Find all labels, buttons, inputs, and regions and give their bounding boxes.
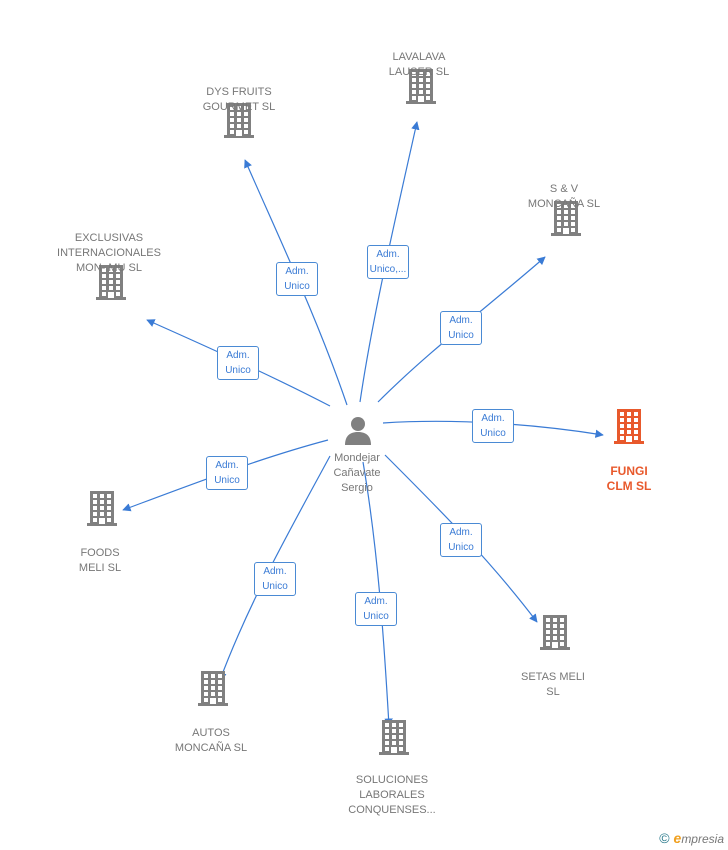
company-label-dys[interactable]: DYS FRUITS GOURMET SL xyxy=(203,85,276,115)
role-badge-line: Unico xyxy=(214,475,240,486)
person-name-line: Mondejar xyxy=(334,452,380,464)
role-badge-line: Adm. xyxy=(226,350,250,361)
building-icon[interactable] xyxy=(197,670,229,706)
role-badge-dys[interactable]: Adm. Unico xyxy=(276,262,318,296)
building-icon[interactable] xyxy=(86,490,118,526)
role-badge-fungi[interactable]: Adm. Unico xyxy=(472,409,514,443)
role-badge-line: Unico xyxy=(480,428,506,439)
person-name-line: Cañavate xyxy=(333,467,381,479)
role-badge-foods[interactable]: Adm. Unico xyxy=(206,456,248,490)
role-badge-soluciones[interactable]: Adm. Unico xyxy=(355,592,397,626)
role-badge-line: Unico xyxy=(225,365,251,376)
role-badge-setas[interactable]: Adm. Unico xyxy=(440,523,482,557)
building-icon[interactable] xyxy=(613,408,645,444)
role-badge-line: Adm. xyxy=(263,566,287,577)
company-label-line: LAVALAVA xyxy=(392,51,446,63)
company-label-foods[interactable]: FOODS MELI SL xyxy=(79,546,121,576)
company-label-line: FOODS xyxy=(80,547,120,559)
brand-logo-initial: e xyxy=(673,830,682,846)
role-badge-autos[interactable]: Adm. Unico xyxy=(254,562,296,596)
building-icon[interactable] xyxy=(95,264,127,300)
company-label-line: AUTOS xyxy=(192,727,230,739)
company-label-line: LAUSER SL xyxy=(388,66,450,78)
brand-logo-text: mpresia xyxy=(681,832,724,846)
role-badge-line: Unico xyxy=(262,581,288,592)
role-badge-line: Unico xyxy=(284,281,310,292)
building-icon[interactable] xyxy=(550,200,582,236)
role-badge-line: Unico xyxy=(448,542,474,553)
role-badge-lavalava[interactable]: Adm. Unico,... xyxy=(367,245,409,279)
company-label-soluciones[interactable]: SOLUCIONES LABORALES CONQUENSES... xyxy=(348,773,435,818)
company-label-sv[interactable]: S & V MONCAÑA SL xyxy=(528,182,600,212)
role-badge-line: Adm. xyxy=(215,460,239,471)
role-badge-line: Adm. xyxy=(481,413,505,424)
company-label-line: DYS FRUITS xyxy=(206,86,272,98)
building-icon[interactable] xyxy=(405,68,437,104)
company-label-line: SL xyxy=(546,686,560,698)
building-icon[interactable] xyxy=(378,719,410,755)
company-label-line: MONCAÑA SL xyxy=(174,742,248,754)
company-label-line: MONCAÑA SL xyxy=(527,198,601,210)
company-label-line: MELI SL xyxy=(78,562,122,574)
company-label-line: GOURMET SL xyxy=(202,101,276,113)
company-label-autos[interactable]: AUTOS MONCAÑA SL xyxy=(175,726,247,756)
role-badge-line: Adm. xyxy=(449,315,473,326)
person-icon[interactable] xyxy=(342,414,374,446)
company-label-line: CONQUENSES... xyxy=(348,804,436,816)
role-badge-exclusivas[interactable]: Adm. Unico xyxy=(217,346,259,380)
company-label-lavalava[interactable]: LAVALAVA LAUSER SL xyxy=(389,50,450,80)
company-label-exclusivas[interactable]: EXCLUSIVAS INTERNACIONALES MON- MU SL xyxy=(57,231,161,276)
person-name[interactable]: Mondejar Cañavate Sergio xyxy=(333,451,380,496)
company-label-setas[interactable]: SETAS MELI SL xyxy=(521,670,585,700)
role-badge-line: Unico xyxy=(363,611,389,622)
building-icon[interactable] xyxy=(223,102,255,138)
person-name-line: Sergio xyxy=(341,482,373,494)
company-label-line: FUNGI xyxy=(610,464,648,478)
role-badge-line: Adm. xyxy=(364,596,388,607)
company-label-line: S & V xyxy=(549,183,579,195)
role-badge-line: Unico,... xyxy=(369,264,407,275)
company-label-line: CLM SL xyxy=(606,479,652,493)
role-badge-line: Adm. xyxy=(449,527,473,538)
company-label-line: EXCLUSIVAS xyxy=(74,232,144,244)
role-badge-line: Adm. xyxy=(376,249,400,260)
company-label-line: MON- MU SL xyxy=(75,262,142,274)
role-badge-line: Adm. xyxy=(285,266,309,277)
role-badge-line: Unico xyxy=(448,330,474,341)
company-label-line: SETAS MELI xyxy=(521,671,585,683)
company-label-line: INTERNACIONALES xyxy=(57,247,161,259)
building-icon[interactable] xyxy=(539,614,571,650)
role-badge-sv[interactable]: Adm. Unico xyxy=(440,311,482,345)
brand-watermark: ©empresia xyxy=(659,830,724,846)
company-label-line: LABORALES xyxy=(359,789,425,801)
company-label-line: SOLUCIONES xyxy=(355,774,429,786)
copyright-icon: © xyxy=(659,830,670,846)
